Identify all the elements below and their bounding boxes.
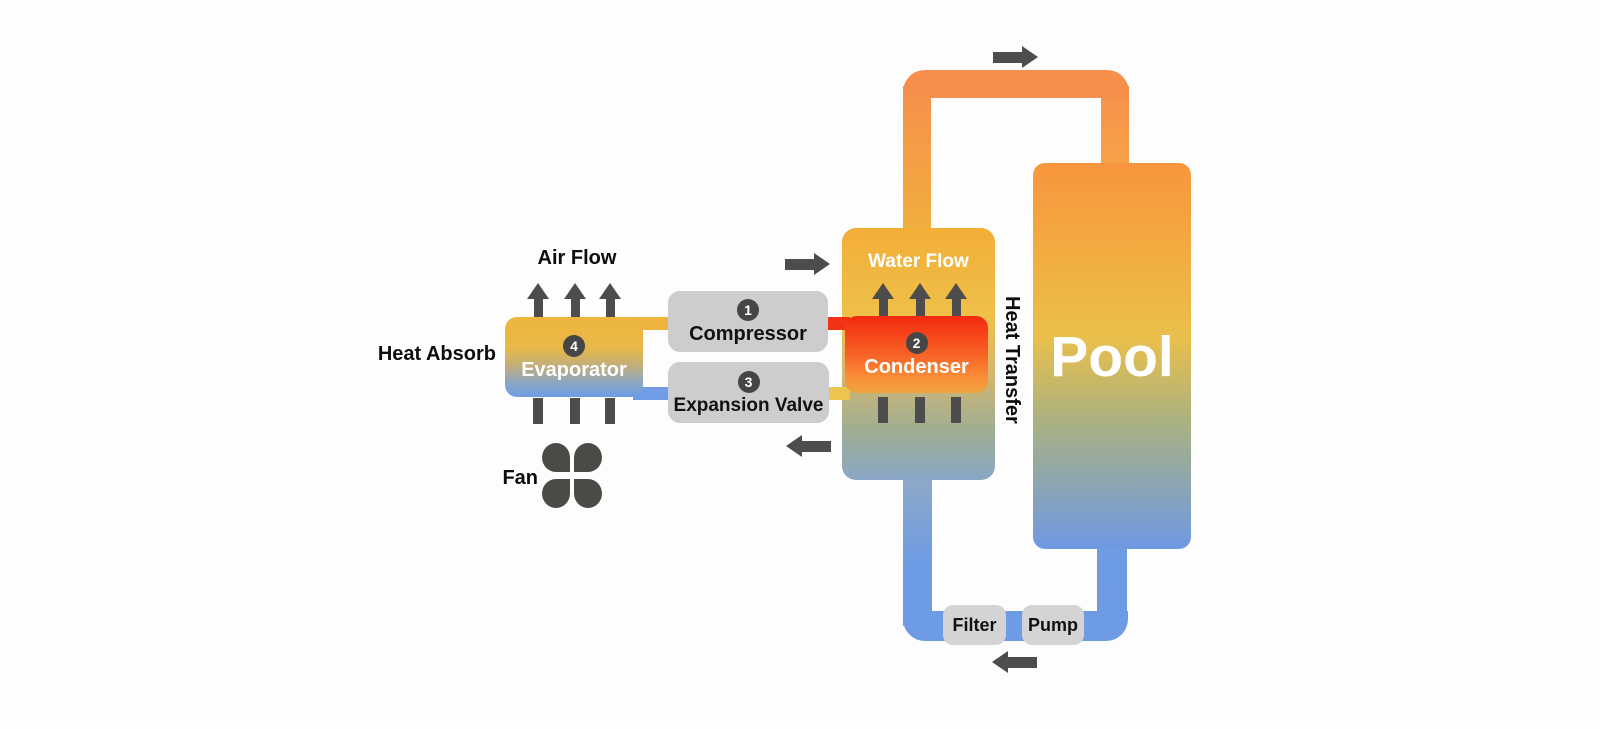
air-flow-label: Air Flow [537, 247, 617, 269]
evaporator-label: Evaporator [521, 358, 627, 381]
air-flow-arrow-stem [605, 398, 615, 424]
arrow-stem [915, 299, 925, 317]
cold-water-pipe-right-leg [1097, 545, 1127, 617]
water-flow-label: Water Flow [868, 251, 969, 272]
water-flow-arrow-stem [951, 397, 961, 423]
water-flow-up-arrow-icon [909, 283, 931, 317]
arrow-stem [878, 299, 888, 317]
condenser-step-badge: 2 [905, 332, 928, 354]
arrow-head [909, 283, 931, 299]
cold-water-pipe-left-leg [903, 476, 932, 626]
arrow-head [786, 435, 802, 457]
air-flow-up-arrow-icon [599, 283, 621, 317]
arrow-stem [785, 258, 814, 270]
arrow-head [872, 283, 894, 299]
condenser-label: Condenser [864, 356, 969, 378]
flow-arrow-right-icon [993, 46, 1038, 68]
air-flow-arrow-stem [533, 398, 543, 424]
flow-arrow-left-icon [992, 651, 1037, 673]
pool [1033, 163, 1191, 549]
air-flow-arrow-stem [570, 398, 580, 424]
water-flow-up-arrow-icon [872, 283, 894, 317]
arrow-stem [1008, 656, 1037, 668]
hot-water-pipe-top [903, 70, 1129, 98]
compressor-label: Compressor [689, 323, 807, 345]
arrow-stem [605, 299, 615, 317]
compressor-step-badge: 1 [737, 299, 759, 321]
expansion-valve-step-badge: 3 [737, 370, 760, 393]
flow-arrow-left-icon [786, 435, 831, 457]
condenser: 2 Condenser [845, 316, 988, 393]
arrow-stem [951, 299, 961, 317]
heat-absorb-label: Heat Absorb [377, 343, 496, 365]
expansion-valve: 3 Expansion Valve [668, 362, 829, 423]
fan-blade [542, 479, 570, 508]
flow-arrow-right-icon [785, 253, 830, 275]
water-flow-up-arrow-icon [945, 283, 967, 317]
arrow-head [1022, 46, 1038, 68]
water-flow-arrow-stem [915, 397, 925, 423]
arrow-head [945, 283, 967, 299]
water-flow-arrow-stem [878, 397, 888, 423]
filter: Filter [943, 605, 1006, 645]
arrow-head [599, 283, 621, 299]
pump: Pump [1022, 605, 1084, 645]
arrow-stem [570, 299, 580, 317]
fan-label: Fan [502, 467, 538, 489]
pump-label: Pump [1027, 615, 1078, 635]
cold-water-pipe-bottom [903, 611, 1128, 641]
air-flow-up-arrow-icon [564, 283, 586, 317]
fan-blade [574, 443, 602, 472]
fan-blade [542, 443, 570, 472]
compressor: 1 Compressor [668, 291, 828, 352]
heat-transfer-label: Heat Transfer [1001, 296, 1023, 424]
pool-label: Pool [1050, 325, 1174, 389]
expansion-valve-label: Expansion Valve [673, 394, 824, 416]
evaporator-step-badge: 4 [563, 334, 585, 357]
fan-blade [574, 479, 602, 508]
evaporator: 4 Evaporator [505, 317, 643, 397]
air-flow-up-arrow-icon [527, 283, 549, 317]
arrow-head [564, 283, 586, 299]
arrow-head [992, 651, 1008, 673]
arrow-stem [533, 299, 543, 317]
hot-water-pipe-left-leg [903, 86, 931, 228]
fan-icon [542, 443, 602, 508]
arrow-stem [993, 51, 1022, 63]
arrow-stem [802, 440, 831, 452]
arrow-head [814, 253, 830, 275]
hot-water-pipe-right-leg [1101, 86, 1129, 167]
arrow-head [527, 283, 549, 299]
filter-label: Filter [952, 615, 997, 635]
